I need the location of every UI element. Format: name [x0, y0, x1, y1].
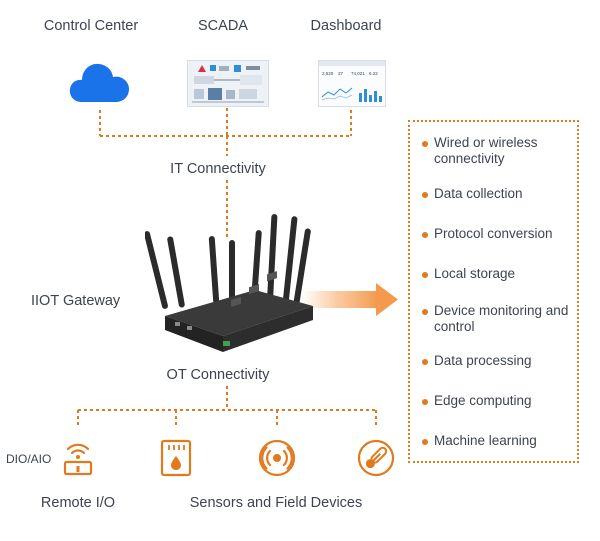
bullet-dot: [422, 399, 428, 405]
bullet-dot: [422, 192, 428, 198]
remote-io-label: Remote I/O: [40, 495, 116, 511]
bullet-dot: [422, 439, 428, 445]
scada-label: SCADA: [198, 18, 248, 34]
ot-connectivity-label: OT Connectivity: [166, 367, 270, 383]
flow-arrow: [302, 283, 398, 316]
control-center-label: Control Center: [43, 18, 139, 34]
sd-card-icon: [160, 439, 192, 477]
feature-item: Local storage: [422, 266, 572, 282]
feature-item: Device monitoring and control: [422, 303, 572, 335]
cloud-icon: [69, 63, 129, 102]
dashboard-screenshot: 2,520 37 74,021 6.22: [318, 60, 386, 107]
dashboard-metric: 2,520: [322, 71, 334, 76]
dashboard-metric: 37: [338, 71, 344, 76]
feature-item: Data processing: [422, 353, 572, 369]
dashboard-metric: 6.22: [369, 71, 378, 76]
dashboard-metric: 74,021: [351, 71, 365, 76]
dio-aio-label: DIO/AIO: [6, 452, 52, 466]
bullet-dot: [422, 232, 428, 238]
scada-screenshot: [187, 60, 269, 107]
bullet-dot: [422, 141, 428, 147]
iiot-gateway-image: [145, 214, 313, 352]
ot-bus: [77, 386, 377, 428]
it-bus: [99, 108, 352, 240]
bullet-dot: [422, 309, 428, 315]
feature-item: Edge computing: [422, 393, 572, 409]
bullet-dot: [422, 272, 428, 278]
sensors-label: Sensors and Field Devices: [189, 495, 363, 511]
gateway-label: IIOT Gateway: [31, 293, 121, 309]
feature-item: Wired or wireless connectivity: [422, 135, 572, 167]
feature-item: Machine learning: [422, 433, 572, 449]
dashboard-label: Dashboard: [310, 18, 382, 34]
feature-item: Data collection: [422, 186, 572, 202]
sensor-icon: [258, 439, 296, 477]
wifi-io-icon: [63, 443, 93, 476]
it-connectivity-label: IT Connectivity: [170, 161, 266, 177]
bullet-dot: [422, 359, 428, 365]
features-panel: Wired or wireless connectivity Data coll…: [408, 120, 579, 463]
temperature-icon: [357, 439, 395, 477]
feature-item: Protocol conversion: [422, 226, 572, 242]
